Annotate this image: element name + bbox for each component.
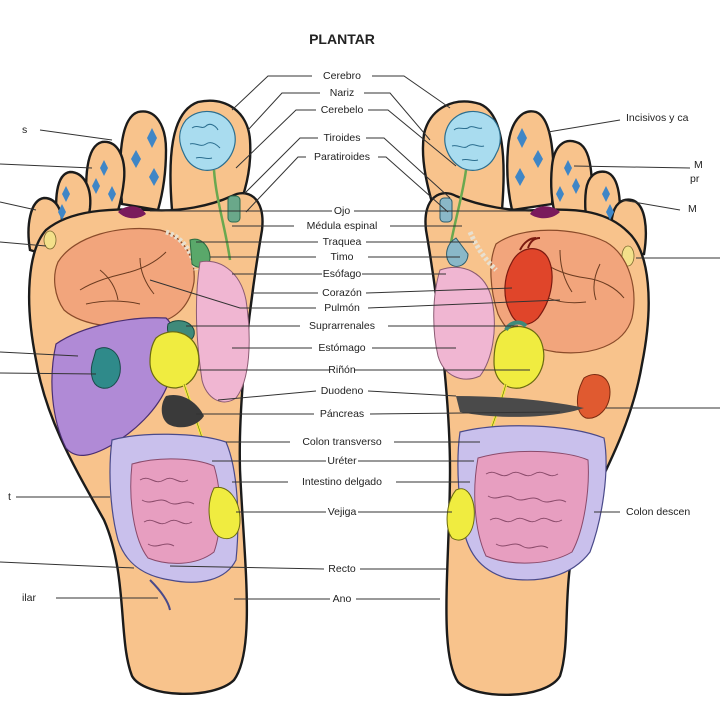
left-foot [27,99,264,695]
label-esofago: Esófago [323,268,362,280]
left-bladder-reflex [208,486,241,540]
right-edge-label-5: Colon descen [626,506,690,518]
left-sinus-reflex [43,230,57,250]
right-edge-label-2: M [694,159,703,171]
right-edge-label-1: Incisivos y ca [626,112,689,124]
right-heart-reflex [504,248,553,325]
label-colon-transverso: Colon transverso [302,436,382,448]
right-edge-labels: Incisivos y ca M pr M Colon descen [626,112,703,518]
left-thymus-reflex [189,238,211,268]
left-gallbladder-reflex [90,347,121,389]
label-traquea: Traquea [323,236,362,248]
label-pulmon: Pulmón [324,302,360,314]
center-labels: Cerebro Nariz Cerebelo Tiroides Paratiro… [302,70,382,605]
label-ano: Ano [333,593,352,605]
label-timo: Timo [331,251,354,263]
label-suprarrenales: Suprarrenales [309,320,375,332]
label-tiroides: Tiroides [324,132,361,144]
left-lung-reflex [54,227,195,328]
right-foot [421,100,650,696]
left-liver-reflex [51,317,176,456]
right-stomach-reflex [433,266,495,380]
label-paratiroides: Paratiroides [314,151,370,163]
diagram-title: PLANTAR [309,31,375,47]
right-eye-reflex [530,206,560,219]
label-medula-espinal: Médula espinal [307,220,378,232]
left-spine-reflex [212,169,232,261]
left-pancreas-reflex [161,394,204,428]
left-edge-labels: s ilar t [8,124,37,604]
left-brain-reflex [179,110,236,171]
label-ureter: Uréter [327,455,357,467]
right-kidney-reflex [493,326,545,389]
label-vejiga: Vejiga [328,506,357,518]
label-intestino-delgado: Intestino delgado [302,476,382,488]
label-estomago: Estómago [318,342,365,354]
label-nariz: Nariz [330,87,355,99]
label-recto: Recto [328,563,356,575]
left-edge-label-2: ilar [22,592,37,604]
right-small-intestine-reflex [474,450,589,564]
left-toe-2 [119,110,168,212]
left-edge-label-1: s [22,124,27,136]
label-ojo: Ojo [334,205,351,217]
right-brain-reflex [444,110,501,171]
left-kidney-reflex [149,331,200,389]
left-thyroid-reflex [227,195,241,223]
label-duodeno: Duodeno [321,385,364,397]
label-corazon: Corazón [322,287,362,299]
left-toe-3 [85,140,126,220]
label-cerebro: Cerebro [323,70,361,82]
left-edge-label-3: t [8,491,11,503]
leader-lines [0,75,720,600]
left-teeth-reflex [58,128,159,220]
right-edge-label-3: pr [690,173,700,185]
label-rinon: Riñón [328,364,356,376]
label-cerebelo: Cerebelo [321,104,364,116]
left-small-intestine-reflex [130,458,221,564]
right-toe-2 [506,110,555,212]
left-eye-reflex [118,206,146,219]
right-teeth-reflex [515,128,614,220]
right-edge-label-4: M [688,203,697,215]
label-pancreas: Páncreas [320,408,364,420]
right-bladder-reflex [446,488,475,541]
